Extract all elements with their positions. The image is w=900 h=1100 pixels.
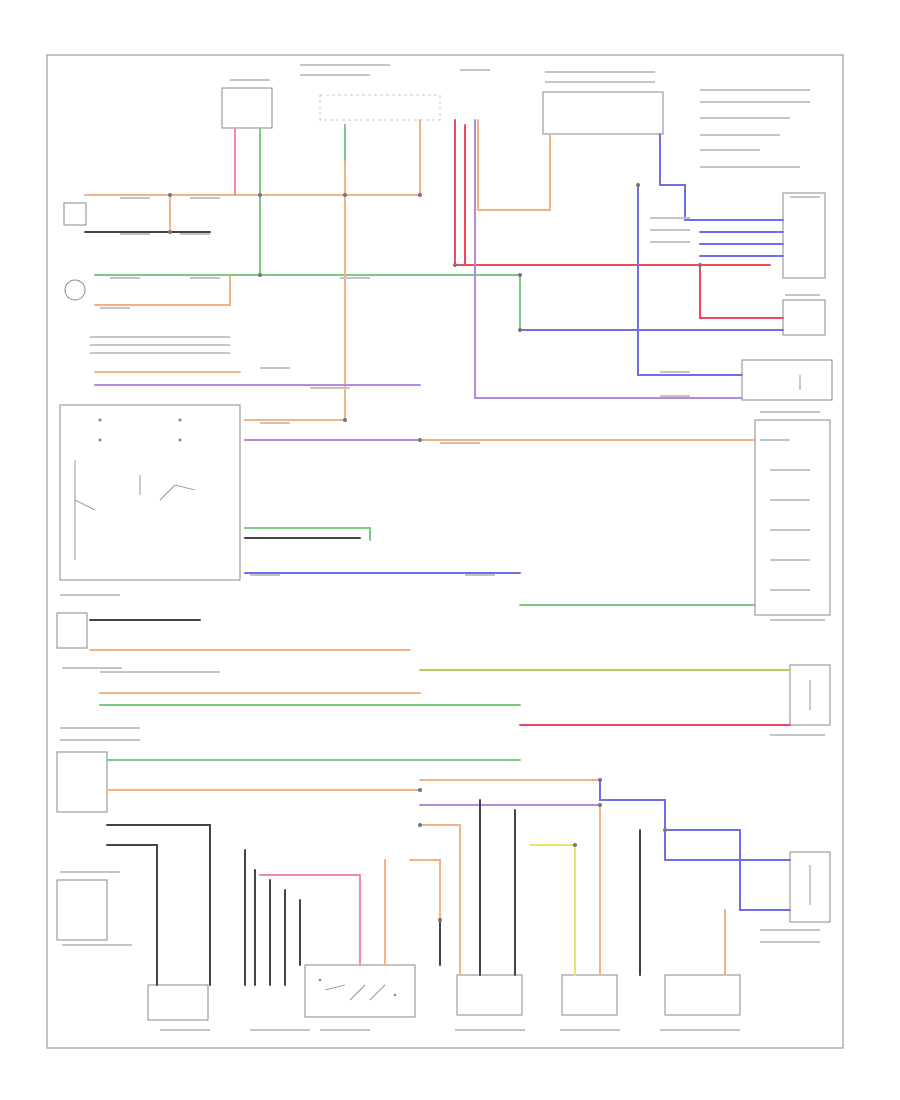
wire-dark-37 bbox=[106, 844, 158, 986]
wire-orange-56 bbox=[409, 859, 441, 921]
splice-dot bbox=[518, 328, 522, 332]
instrument-cluster-connector-box bbox=[542, 91, 664, 135]
light-switch-internals bbox=[318, 978, 397, 1001]
hazard-switch-connector bbox=[782, 192, 826, 279]
cluster-internals bbox=[74, 418, 196, 560]
right-actuator-box bbox=[782, 299, 826, 336]
right-lamp-box bbox=[789, 664, 831, 726]
splice-dot bbox=[698, 263, 702, 267]
splice-dot bbox=[636, 183, 640, 187]
wire-dark-36 bbox=[106, 824, 211, 986]
power-distribution-box bbox=[221, 87, 273, 129]
lamp-symbols bbox=[799, 375, 811, 905]
splice-dot bbox=[598, 778, 602, 782]
splice-dot bbox=[258, 193, 262, 197]
wire-group bbox=[84, 119, 791, 986]
instrument-cluster bbox=[59, 404, 241, 581]
splice-dot bbox=[418, 193, 422, 197]
door-switch-box bbox=[741, 359, 833, 401]
splice-dot bbox=[418, 788, 422, 792]
wire-orange-0 bbox=[84, 119, 421, 196]
splice-dot bbox=[418, 823, 422, 827]
wire-yellow-45 bbox=[529, 844, 576, 976]
wire-blue-40 bbox=[599, 779, 791, 861]
left-module-box bbox=[56, 612, 88, 649]
splice-group bbox=[168, 183, 702, 922]
splice-dot bbox=[518, 273, 522, 277]
wire-blue-41 bbox=[664, 829, 791, 911]
wire-red-12 bbox=[699, 264, 784, 319]
lower-left-bracket bbox=[56, 879, 108, 941]
light-switch-box bbox=[304, 964, 416, 1018]
wire-pink-49 bbox=[259, 874, 361, 966]
splice-dot bbox=[343, 193, 347, 197]
wire-orange-5 bbox=[94, 274, 231, 306]
splice-dot bbox=[573, 843, 577, 847]
fuse-block-dashed bbox=[319, 94, 441, 121]
lower-left-module bbox=[56, 751, 108, 813]
control-module-bottom-4 bbox=[664, 974, 741, 1016]
splice-dot bbox=[168, 230, 172, 234]
splice-dot bbox=[343, 418, 347, 422]
combination-switch bbox=[754, 419, 831, 616]
wire-blue-15 bbox=[659, 133, 784, 221]
wire-green-24 bbox=[244, 527, 371, 541]
splice-dot bbox=[453, 263, 457, 267]
control-module-bottom-3 bbox=[561, 974, 618, 1016]
sensor-unit-top-left bbox=[63, 202, 87, 226]
splice-dot bbox=[598, 803, 602, 807]
control-module-bottom-2 bbox=[456, 974, 523, 1016]
diagram-frame bbox=[46, 54, 844, 1049]
ambient-sensor bbox=[64, 279, 86, 301]
splice-dot bbox=[663, 828, 667, 832]
wire-orange-42 bbox=[419, 824, 461, 976]
wire-purple-19 bbox=[474, 119, 743, 399]
splice-dot bbox=[418, 438, 422, 442]
wire-green-6 bbox=[94, 274, 521, 331]
splice-dot bbox=[438, 918, 442, 922]
splice-dot bbox=[258, 273, 262, 277]
label-group bbox=[60, 64, 825, 1031]
wire-blue-14 bbox=[637, 184, 743, 376]
control-module-bottom-1 bbox=[147, 984, 209, 1021]
wire-orange-11 bbox=[477, 119, 551, 211]
splice-dot bbox=[168, 193, 172, 197]
